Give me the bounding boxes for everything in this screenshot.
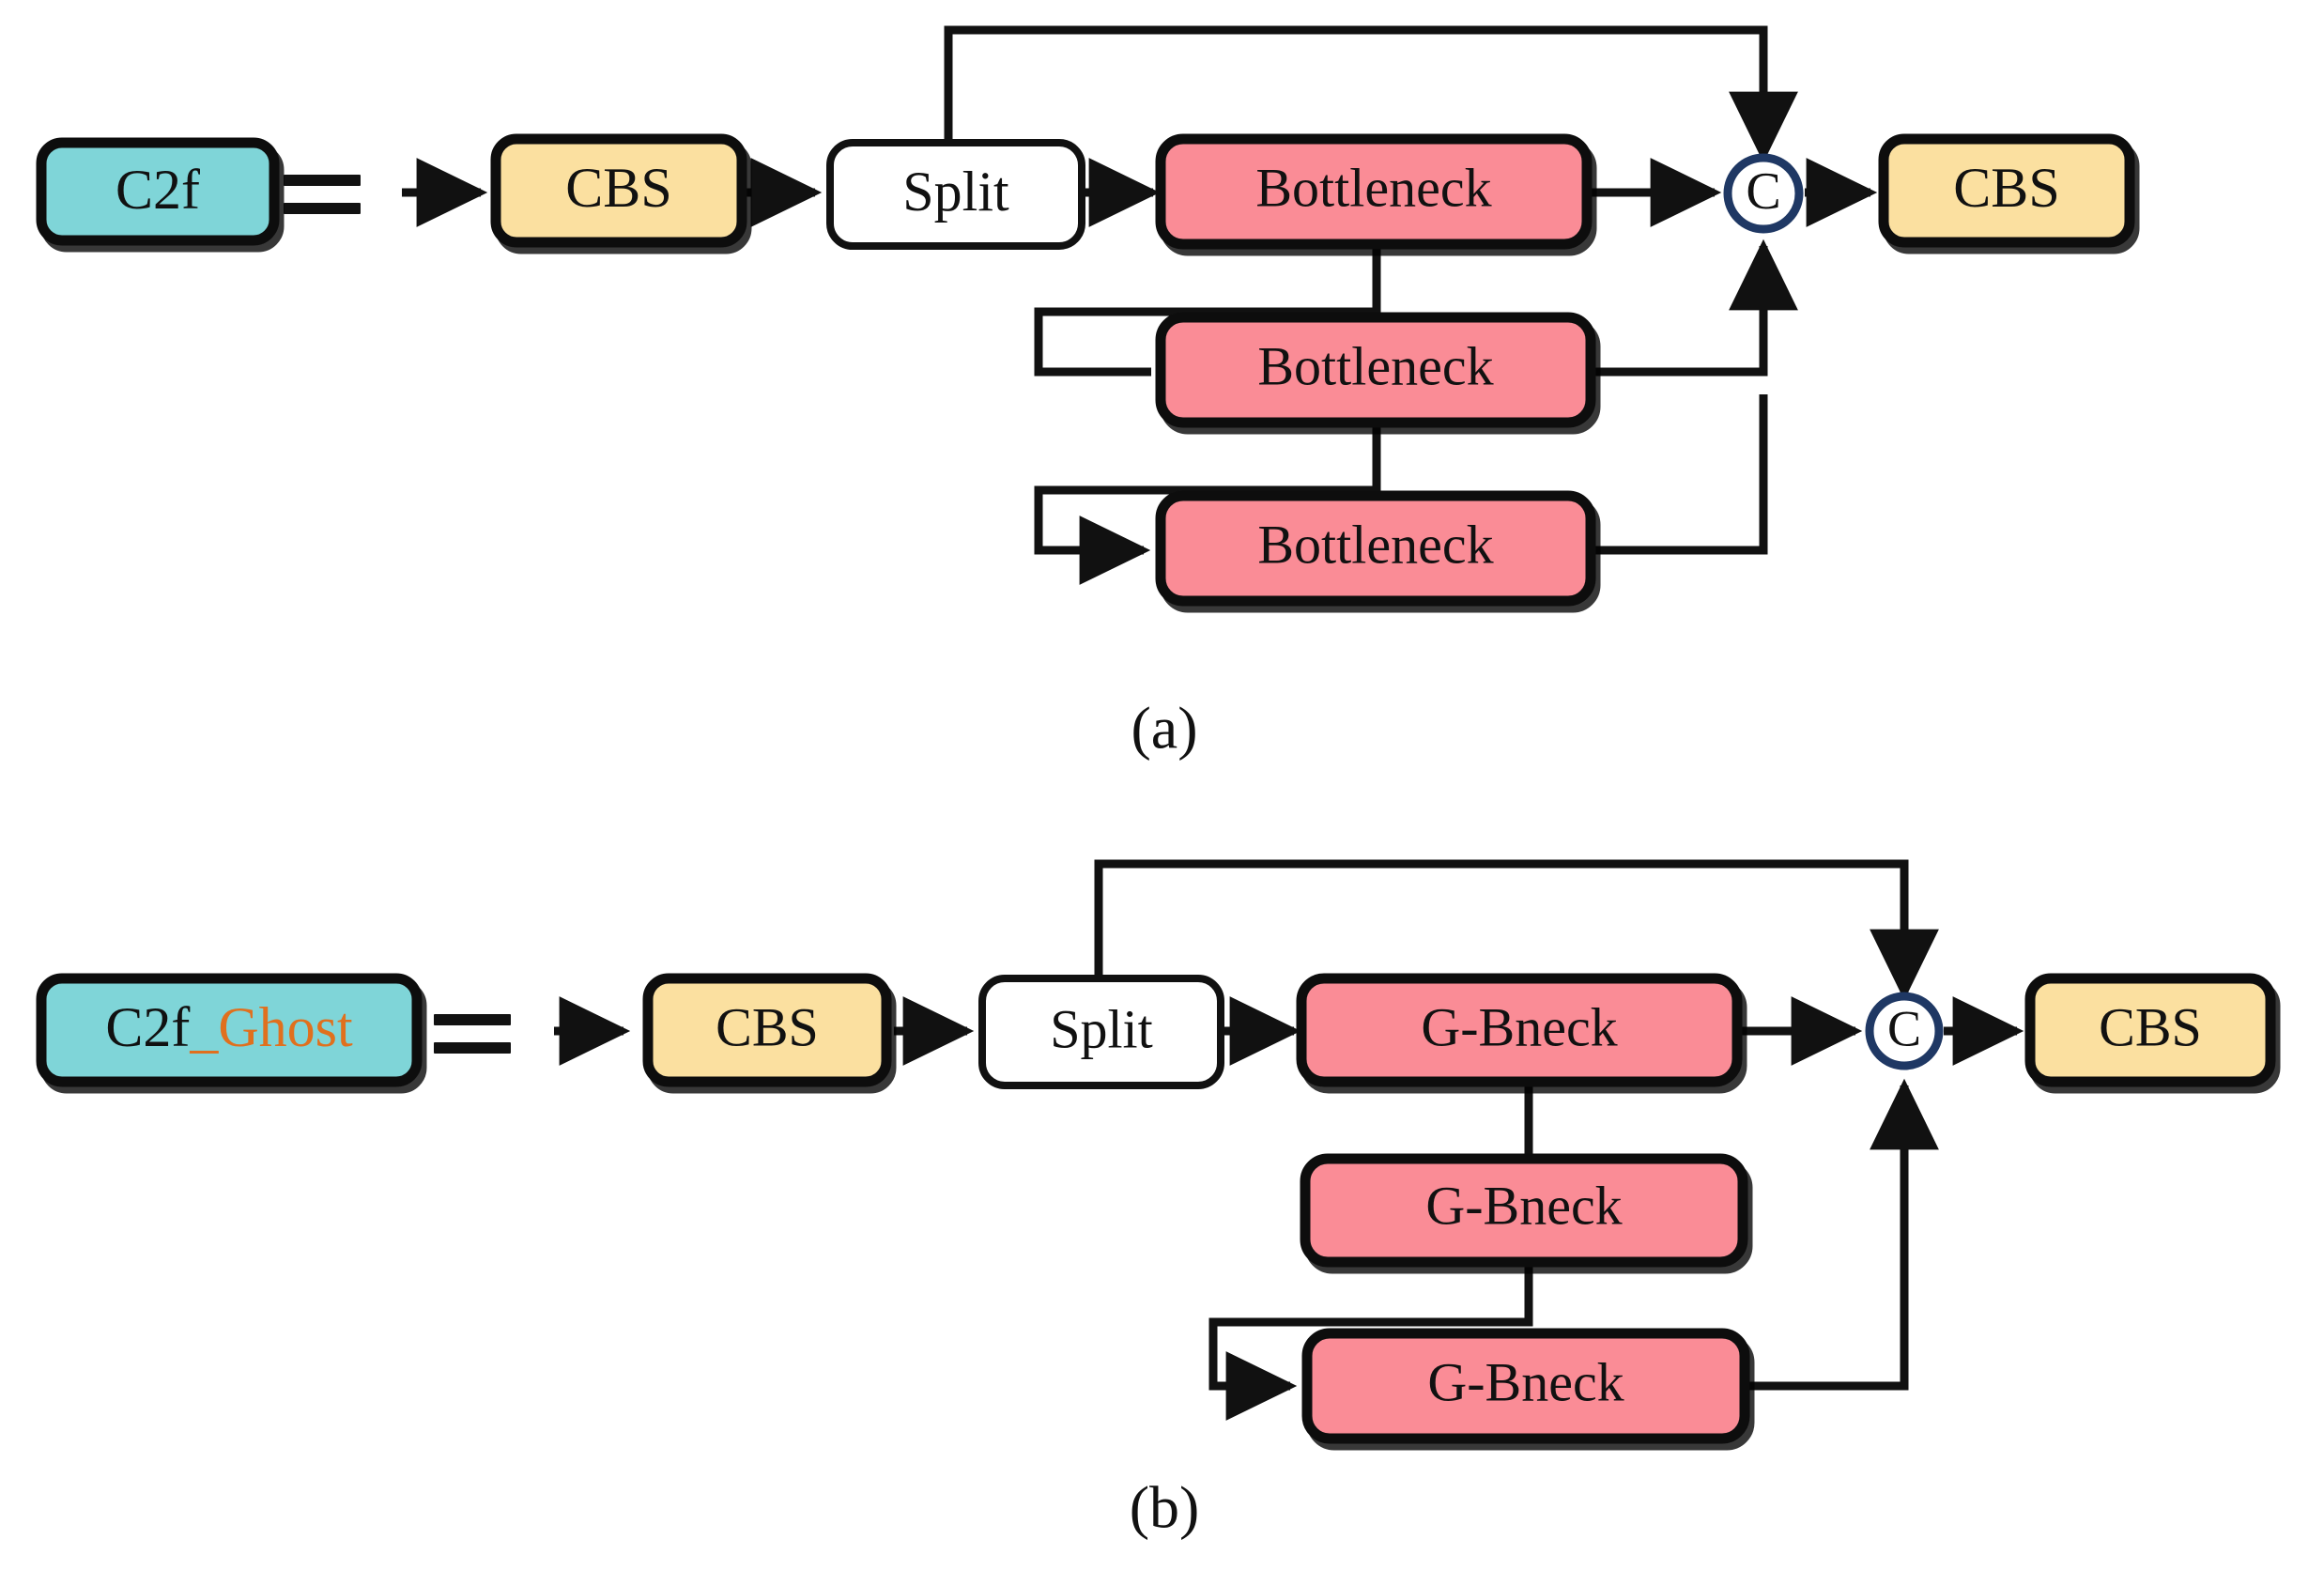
node-a-c2f[interactable]: C2f (36, 137, 280, 246)
node-b-gbneck-1[interactable]: G-Bneck (1296, 973, 1743, 1087)
edge-a-bneck3-to-concat (1591, 394, 1768, 555)
equals-sign-b (434, 1014, 511, 1054)
node-b-gbneck-3[interactable]: G-Bneck (1301, 1328, 1750, 1444)
node-b-c2f-ghost[interactable]: C2f_Ghost (36, 973, 423, 1087)
node-a-concat-label: C (1746, 162, 1780, 221)
edge-a-bneck2-to-bneck3 (1034, 419, 1381, 585)
edge-b-gbneck2-to-gbneck3 (1208, 1262, 1533, 1421)
node-b-c2f-base: C2f (105, 996, 190, 1058)
panel-a-group: C2f CBS Split Bottleneck Bottleneck Bott (36, 25, 2135, 762)
panel-a-caption: (a) (1131, 695, 1197, 762)
node-a-split[interactable]: Split (826, 139, 1085, 250)
node-a-bottleneck-3-label: Bottleneck (1257, 514, 1493, 575)
node-b-gbneck-2-label: G-Bneck (1425, 1175, 1622, 1236)
node-b-split-label: Split (1050, 998, 1153, 1059)
equals-sign-a (284, 175, 361, 214)
node-a-bottleneck-1-label: Bottleneck (1255, 157, 1491, 218)
panel-b-edges (554, 859, 1939, 1421)
node-a-bottleneck-3[interactable]: Bottleneck (1155, 490, 1596, 607)
edge-a-bneck1-to-bneck2 (1034, 239, 1381, 377)
panel-b-caption: (b) (1130, 1474, 1200, 1541)
node-b-cbs-in[interactable]: CBS (642, 973, 892, 1087)
edge-a-bneck2-to-concat (1591, 239, 1798, 377)
panel-a-edges (402, 25, 1798, 585)
node-a-cbs-out-label: CBS (1953, 157, 2059, 219)
node-a-cbs-out[interactable]: CBS (1878, 133, 2135, 248)
node-b-c2f-ghost-label: C2f_Ghost (105, 996, 353, 1058)
node-b-cbs-out-label: CBS (2099, 996, 2202, 1057)
node-a-cbs-in[interactable]: CBS (490, 133, 747, 248)
edge-b-split-skip-to-concat (1094, 859, 1939, 1001)
edge-a-split-skip-to-concat (944, 25, 1798, 163)
node-b-gbneck-1-label: G-Bneck (1421, 996, 1617, 1057)
node-a-bottleneck-1[interactable]: Bottleneck (1155, 133, 1593, 250)
node-b-cbs-in-label: CBS (716, 996, 819, 1057)
node-a-cbs-in-label: CBS (565, 157, 671, 219)
node-b-concat[interactable]: C (1865, 992, 1944, 1070)
node-b-gbneck-2[interactable]: G-Bneck (1300, 1153, 1748, 1268)
node-a-bottleneck-2-label: Bottleneck (1257, 335, 1493, 396)
node-a-bottleneck-2[interactable]: Bottleneck (1155, 312, 1596, 428)
node-b-gbneck-3-label: G-Bneck (1427, 1351, 1624, 1412)
node-a-split-label: Split (902, 161, 1009, 223)
edge-b-gbneck3-to-concat (1743, 1078, 1939, 1391)
node-a-concat[interactable]: C (1723, 153, 1804, 234)
panel-b-group: C2f_Ghost CBS Split G-Bneck G-Bneck (36, 859, 2276, 1541)
node-b-cbs-out[interactable]: CBS (2024, 973, 2276, 1087)
node-b-ghost-accent: _Ghost (189, 996, 353, 1058)
node-a-c2f-label: C2f (115, 159, 200, 221)
node-b-concat-label: C (1887, 1000, 1921, 1056)
node-b-split[interactable]: Split (978, 975, 1224, 1089)
